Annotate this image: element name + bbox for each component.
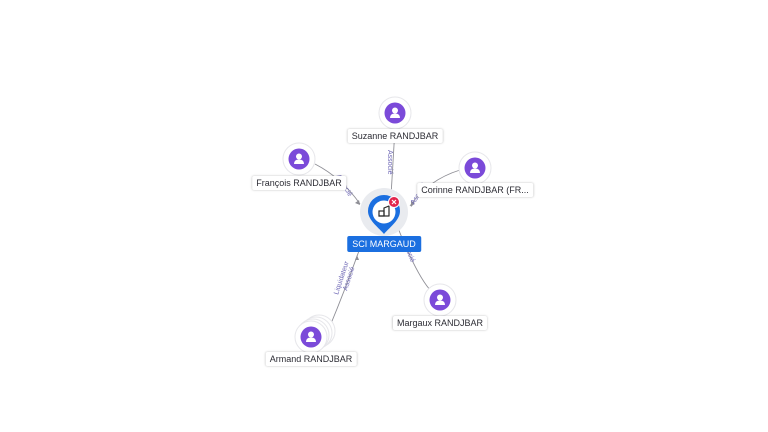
edge-corinne-arrow <box>411 201 415 207</box>
person-icon <box>470 162 480 173</box>
person-label-francois[interactable]: François RANDJBAR <box>252 176 346 190</box>
person-node-corinne[interactable] <box>458 151 492 185</box>
person-node-margaux[interactable] <box>423 283 457 317</box>
person-label-armand[interactable]: Armand RANDJBAR <box>265 352 357 366</box>
edge-label-suzanne: Associé <box>386 150 393 175</box>
person-node-armand[interactable] <box>294 314 336 354</box>
person-node-francois[interactable] <box>282 142 316 176</box>
person-label-corinne[interactable]: Corinne RANDJBAR (FR... <box>417 183 533 197</box>
company-label[interactable]: SCI MARGAUD <box>347 236 421 252</box>
building-icon <box>378 205 390 217</box>
edge-francois-arrow <box>355 200 360 205</box>
closed-x-icon <box>388 196 400 208</box>
person-icon <box>435 294 445 305</box>
edge-armand-arrow <box>355 255 359 260</box>
person-node-suzanne[interactable] <box>378 96 412 130</box>
person-label-suzanne[interactable]: Suzanne RANDJBAR <box>347 129 443 143</box>
person-label-margaux[interactable]: Margaux RANDJBAR <box>392 316 488 330</box>
person-icon <box>390 107 400 118</box>
person-icon <box>306 331 316 342</box>
company-node[interactable] <box>360 188 408 236</box>
person-icon <box>294 153 304 164</box>
